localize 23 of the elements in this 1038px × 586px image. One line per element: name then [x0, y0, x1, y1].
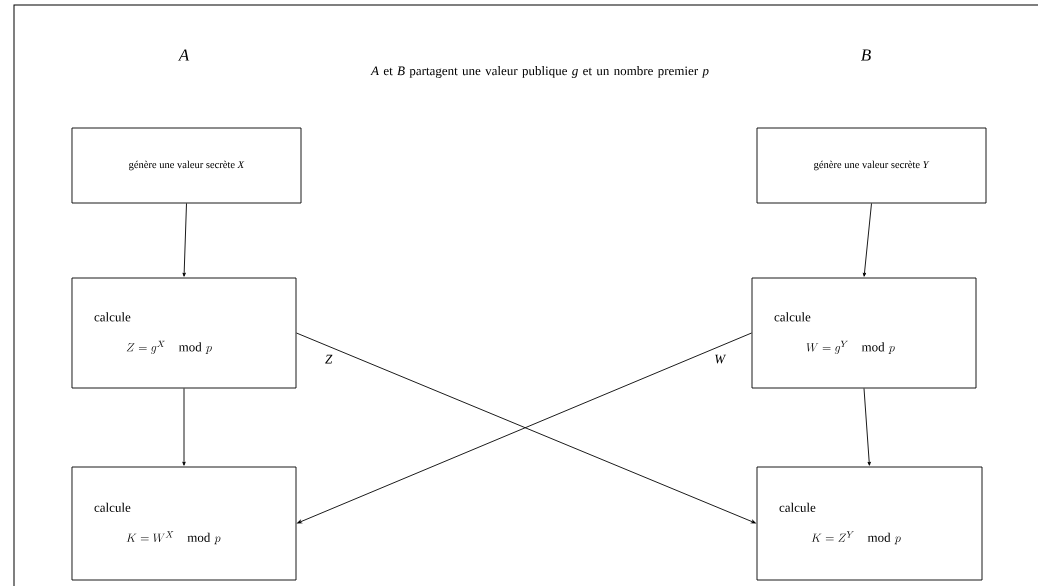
- arrow: [862, 203, 872, 277]
- step-label: calcule: [774, 312, 811, 322]
- process-box: [71, 466, 297, 581]
- arrow: [863, 388, 871, 466]
- party-label: A: [177, 49, 190, 61]
- arrow: [182, 203, 187, 277]
- process-box: [71, 277, 297, 389]
- step-label: calcule: [94, 312, 131, 322]
- step-label: calcule: [94, 502, 131, 512]
- edge-label: Z: [325, 354, 333, 364]
- formula: $Z = g^{X} \quad \mathrm{mod}\ p$: [126, 340, 212, 354]
- formula: $W = g^{Y} \quad \mathrm{mod}\ p$: [806, 340, 895, 354]
- formula: $K = W^{X} \quad \mathrm{mod}\ p$: [126, 531, 221, 545]
- process-box: [756, 466, 983, 581]
- note: A et B partagent une valeur publique g et un nombre premier p: [370, 66, 709, 78]
- step-label: calcule: [779, 502, 816, 512]
- formula: $K = Z^{Y} \quad \mathrm{mod}\ p$: [811, 531, 901, 545]
- arrow: [182, 388, 186, 466]
- process-box: génère une valeur secrète Y: [756, 127, 987, 204]
- party-label: B: [861, 49, 871, 61]
- process-box: [751, 277, 977, 389]
- process-box: génère une valeur secrète X: [71, 127, 302, 204]
- edge-label: W: [715, 354, 727, 364]
